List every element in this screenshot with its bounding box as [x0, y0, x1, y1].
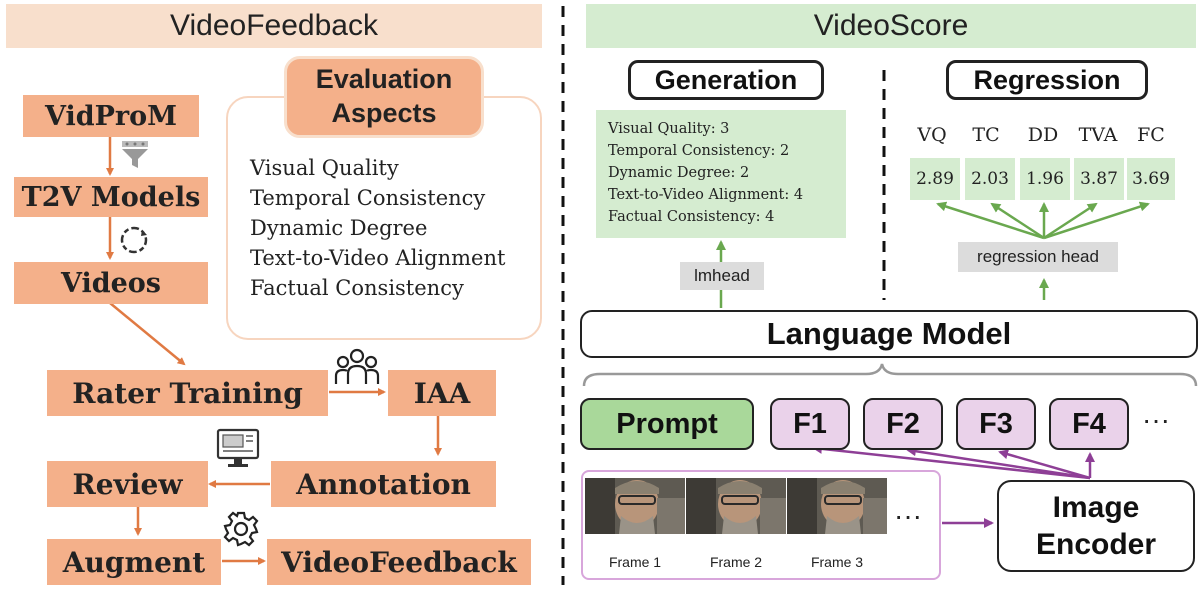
evaluation-title-line2: Aspects — [331, 98, 437, 128]
node-augment: Augment — [47, 539, 221, 585]
arrow-enc-f2 — [906, 446, 1091, 480]
feature-token-f2: F2 — [863, 398, 943, 450]
feature-token-f3: F3 — [956, 398, 1036, 450]
abbr-fc: FC — [1137, 124, 1165, 146]
aspect-text-video-alignment: Text-to-Video Alignment — [250, 246, 506, 270]
gear-icon — [223, 511, 259, 547]
arrow-enc-f1 — [812, 443, 1091, 480]
feature-token-f1: F1 — [770, 398, 850, 450]
gen-output-line: Dynamic Degree: 2 — [608, 165, 750, 181]
frame-label-2: Frame 2 — [709, 554, 763, 570]
image-encoder: Image Encoder — [997, 480, 1195, 572]
prompt-token: Prompt — [580, 398, 754, 450]
abbr-vq: VQ — [917, 124, 947, 146]
generation-output: Visual Quality: 3 Temporal Consistency: … — [596, 110, 846, 238]
generation-title: Generation — [628, 60, 824, 100]
feature-token-f4: F4 — [1049, 398, 1129, 450]
image-encoder-line2: Encoder — [1035, 528, 1157, 561]
gen-output-line: Text-to-Video Alignment: 4 — [608, 187, 804, 203]
gen-output-line: Visual Quality: 3 — [608, 121, 730, 137]
node-vidprom: VidProM — [23, 95, 199, 137]
arrow-reg-fc — [1043, 201, 1150, 240]
cycle-icon — [120, 226, 148, 254]
language-model: Language Model — [580, 310, 1198, 358]
evaluation-title-line1: Evaluation — [315, 64, 453, 95]
frame-label-1: Frame 1 — [608, 554, 662, 570]
regression-title: Regression — [946, 60, 1148, 100]
score-vq: 2.89 — [910, 158, 960, 200]
node-review: Review — [47, 461, 208, 507]
aspect-temporal-consistency: Temporal Consistency — [250, 186, 486, 210]
arrow-enc-f3 — [998, 449, 1091, 480]
frame-label-3: Frame 3 — [810, 554, 864, 570]
videofeedback-header: VideoFeedback — [6, 4, 542, 48]
node-rater-training: Rater Training — [47, 370, 328, 416]
image-encoder-line1: Image — [1052, 490, 1140, 524]
arrow-reg-tc — [990, 202, 1045, 240]
abbr-dd: DD — [1027, 124, 1059, 146]
videoscore-header: VideoScore — [586, 4, 1196, 48]
node-iaa: IAA — [388, 370, 496, 416]
gen-output-line: Factual Consistency: 4 — [608, 209, 775, 225]
monitor-icon — [216, 428, 260, 467]
arrow-videos-rater — [109, 302, 186, 366]
frame-thumbnail-3 — [787, 478, 887, 534]
abbr-tc: TC — [972, 124, 1000, 146]
arrow-reg-vq — [936, 201, 1045, 240]
score-fc: 3.69 — [1127, 158, 1175, 200]
frame-thumbnail-1 — [585, 478, 685, 534]
brace — [582, 363, 1198, 387]
arrow-reg-tva — [1043, 202, 1098, 240]
node-t2v-models: T2V Models — [14, 177, 208, 217]
feature-ellipsis: ··· — [1142, 404, 1170, 435]
frame-thumbnail-2 — [686, 478, 786, 534]
regression-head-label: regression head — [958, 242, 1118, 272]
node-videos: Videos — [14, 262, 208, 304]
gen-output-line: Temporal Consistency: 2 — [608, 143, 790, 159]
score-dd: 1.96 — [1020, 158, 1070, 200]
node-videofeedback: VideoFeedback — [267, 539, 531, 585]
filter-icon — [122, 141, 148, 168]
aspect-factual-consistency: Factual Consistency — [250, 276, 464, 300]
node-annotation: Annotation — [271, 461, 496, 507]
score-tva: 3.87 — [1074, 158, 1124, 200]
abbr-tva: TVA — [1078, 124, 1118, 146]
frames-ellipsis: ··· — [894, 500, 922, 531]
score-tc: 2.03 — [965, 158, 1015, 200]
lmhead-label: lmhead — [680, 262, 764, 290]
aspect-visual-quality: Visual Quality — [250, 156, 399, 180]
team-icon — [334, 348, 380, 384]
evaluation-aspects-title: Evaluation Aspects — [284, 56, 484, 138]
aspect-dynamic-degree: Dynamic Degree — [250, 216, 428, 240]
